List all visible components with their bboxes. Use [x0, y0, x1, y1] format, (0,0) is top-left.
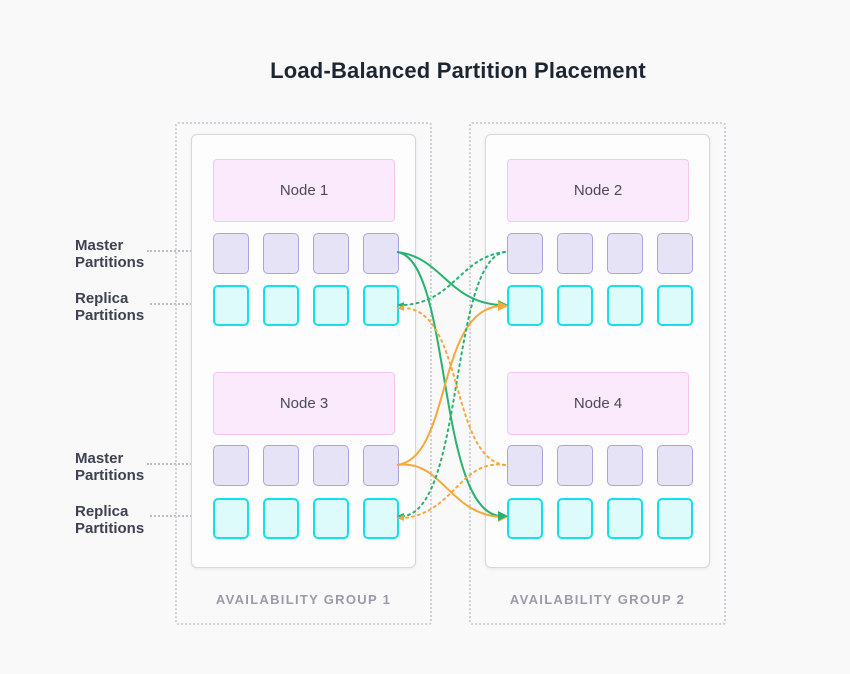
master-partition [657, 233, 693, 274]
master-partition [363, 445, 399, 486]
master-partition [263, 445, 299, 486]
master-partition [557, 233, 593, 274]
master-partition [507, 445, 543, 486]
leader-line-replica-top [150, 303, 212, 305]
availability-group-2: Node 2 Node 4 [469, 122, 726, 625]
label-master-partitions-top: Master Partitions [75, 237, 145, 271]
node-2-header: Node 2 [507, 159, 689, 222]
label-replica-partitions-top: Replica Partitions [75, 290, 145, 324]
availability-group-1-label: AVAILABILITY GROUP 1 [215, 592, 392, 607]
node-4-header: Node 4 [507, 372, 689, 435]
node-3-header: Node 3 [213, 372, 395, 435]
leader-line-replica-bottom [150, 515, 212, 517]
master-partition [363, 233, 399, 274]
replica-partition [507, 285, 543, 326]
node-1-master-row [213, 233, 399, 274]
node-4-master-row [507, 445, 693, 486]
node-2-master-row [507, 233, 693, 274]
label-replica-partitions-bottom: Replica Partitions [75, 503, 145, 537]
node-container-group-1: Node 1 Node 3 [191, 134, 416, 568]
master-partition [313, 445, 349, 486]
node-container-group-2: Node 2 Node 4 [485, 134, 710, 568]
master-partition [607, 445, 643, 486]
replica-partition [213, 285, 249, 326]
replica-partition [263, 285, 299, 326]
master-partition [657, 445, 693, 486]
replica-partition [363, 498, 399, 539]
replica-partition [657, 285, 693, 326]
replica-partition [263, 498, 299, 539]
replica-partition [607, 285, 643, 326]
leader-line-master-bottom [147, 463, 212, 465]
leader-line-master-top [147, 250, 212, 252]
master-partition [507, 233, 543, 274]
replica-partition [607, 498, 643, 539]
node-3-replica-row [213, 498, 399, 539]
replica-partition [657, 498, 693, 539]
replica-partition [213, 498, 249, 539]
node-1-replica-row [213, 285, 399, 326]
node-1-header: Node 1 [213, 159, 395, 222]
master-partition [213, 445, 249, 486]
page-title: Load-Balanced Partition Placement [270, 58, 646, 83]
replica-partition [313, 285, 349, 326]
availability-group-1: Node 1 Node 3 [175, 122, 432, 625]
node-4-replica-row [507, 498, 693, 539]
replica-partition [557, 285, 593, 326]
master-partition [313, 233, 349, 274]
master-partition [213, 233, 249, 274]
label-master-partitions-bottom: Master Partitions [75, 450, 145, 484]
availability-group-2-label: AVAILABILITY GROUP 2 [509, 592, 686, 607]
replica-partition [557, 498, 593, 539]
node-3-master-row [213, 445, 399, 486]
master-partition [607, 233, 643, 274]
replica-partition [363, 285, 399, 326]
replica-partition [313, 498, 349, 539]
master-partition [557, 445, 593, 486]
replica-partition [507, 498, 543, 539]
master-partition [263, 233, 299, 274]
node-2-replica-row [507, 285, 693, 326]
